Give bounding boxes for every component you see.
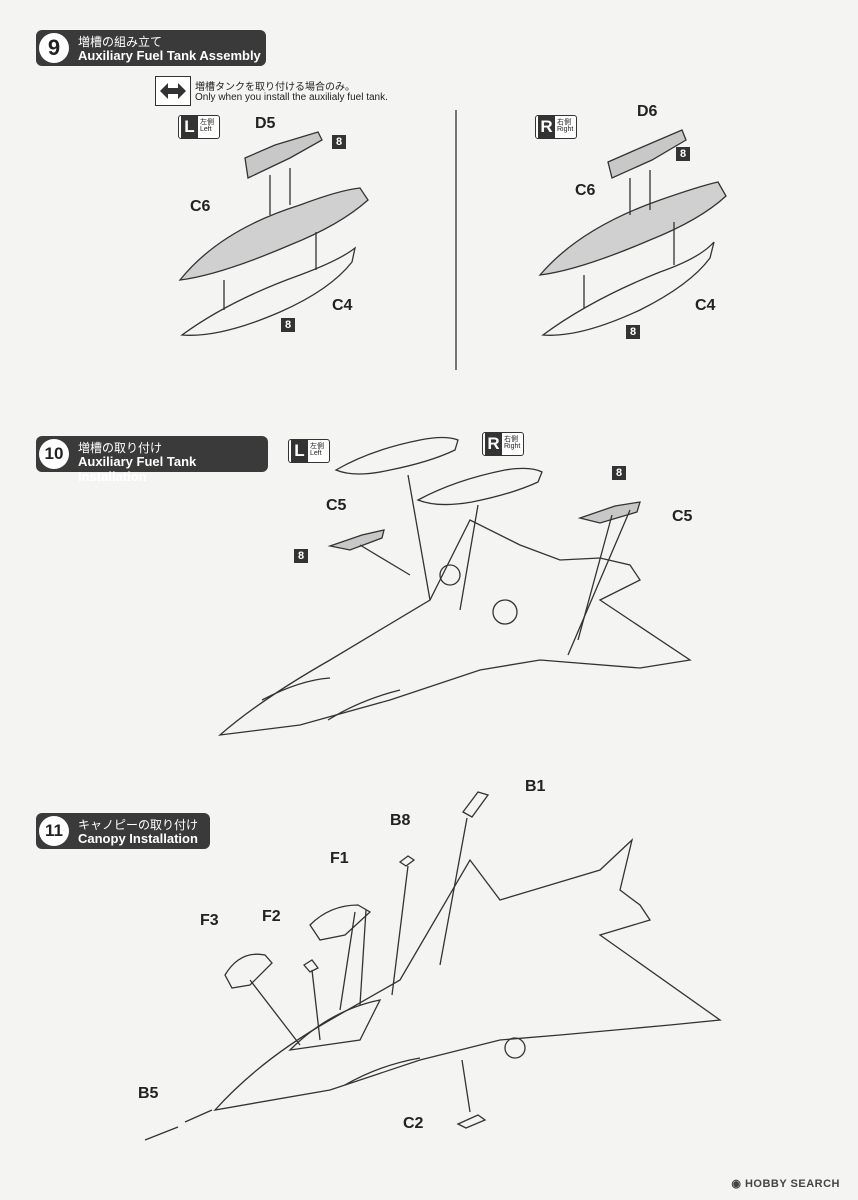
part-d6-shape: [607, 129, 687, 179]
label-b1: B1: [525, 778, 546, 795]
step-title-jp: 増槽の組み立て: [78, 35, 163, 49]
part-b1-shape: [462, 791, 490, 818]
part-c4-left-shape: [180, 246, 357, 336]
label-c5-right: C5: [672, 508, 693, 525]
step-title-jp: 増槽の取り付け: [78, 441, 163, 455]
glue-mark: 8: [332, 135, 346, 149]
label-c4-left: C4: [332, 297, 353, 314]
aircraft-canopy-shape: [213, 838, 722, 1111]
glue-mark: 8: [281, 318, 295, 332]
part-b8-shape: [398, 855, 416, 867]
label-c4-right: C4: [695, 297, 716, 314]
label-d6: D6: [637, 103, 658, 120]
part-c5-left-shape: [327, 529, 385, 551]
step-number: 10: [39, 439, 69, 469]
step-9-header: 9 増槽の組み立て Auxiliary Fuel Tank Assembly: [36, 30, 266, 66]
part-d5-shape: [244, 131, 323, 179]
double-arrow-icon: [155, 76, 191, 106]
part-c6-left-shape: [178, 187, 369, 281]
tank-right-shape: [416, 467, 543, 506]
part-f2-shape: [303, 959, 319, 973]
step-title-en: Auxiliary Fuel Tank Installation: [78, 454, 197, 484]
tank-left-shape: [334, 436, 459, 475]
step-title-en: Canopy Installation: [78, 831, 198, 846]
step-11-header: 11 キャノピーの取り付け Canopy Installation: [36, 813, 210, 849]
part-f1-shape: [309, 904, 372, 941]
aircraft-top-shape: [217, 519, 692, 736]
part-b5-shape: [144, 1126, 179, 1141]
part-c2-shape: [456, 1114, 487, 1129]
glue-mark: 8: [626, 325, 640, 339]
note-en: Only when you install the auxilialy fuel…: [195, 92, 388, 103]
step-title-jp: キャノピーの取り付け: [78, 818, 199, 832]
part-c6-right-shape: [538, 181, 727, 276]
label-d5: D5: [255, 115, 276, 132]
side-badge-left: L 左側 Left: [288, 439, 330, 463]
glue-mark: 8: [676, 147, 690, 161]
step-number: 11: [39, 816, 69, 846]
step-title-en: Auxiliary Fuel Tank Assembly: [78, 48, 261, 63]
side-badge-left: L 左側 Left: [178, 115, 220, 139]
step-number: 9: [39, 33, 69, 63]
step-10-header: 10 増槽の取り付け Auxiliary Fuel Tank Installat…: [36, 436, 268, 484]
side-badge-right: R 右側 Right: [535, 115, 577, 139]
label-f1: F1: [330, 850, 349, 867]
side-badge-right: R 右側 Right: [482, 432, 524, 456]
watermark: ◉ HOBBY SEARCH: [731, 1178, 840, 1190]
part-f3-shape: [224, 953, 273, 989]
label-c5-left: C5: [326, 497, 347, 514]
label-c2: C2: [403, 1115, 424, 1132]
label-c6-left: C6: [190, 198, 211, 215]
part-c5-right-shape: [577, 501, 641, 524]
note-jp: 増槽タンクを取り付ける場合のみ。: [195, 82, 355, 93]
label-b5: B5: [138, 1085, 159, 1102]
label-b8: B8: [390, 812, 411, 829]
glue-mark: 8: [294, 549, 308, 563]
watermark-logo-icon: ◉: [731, 1178, 745, 1190]
label-f2: F2: [262, 908, 281, 925]
label-f3: F3: [200, 912, 219, 929]
label-c6-right: C6: [575, 182, 596, 199]
glue-mark: 8: [612, 466, 626, 480]
part-c4-right-shape: [541, 241, 715, 336]
